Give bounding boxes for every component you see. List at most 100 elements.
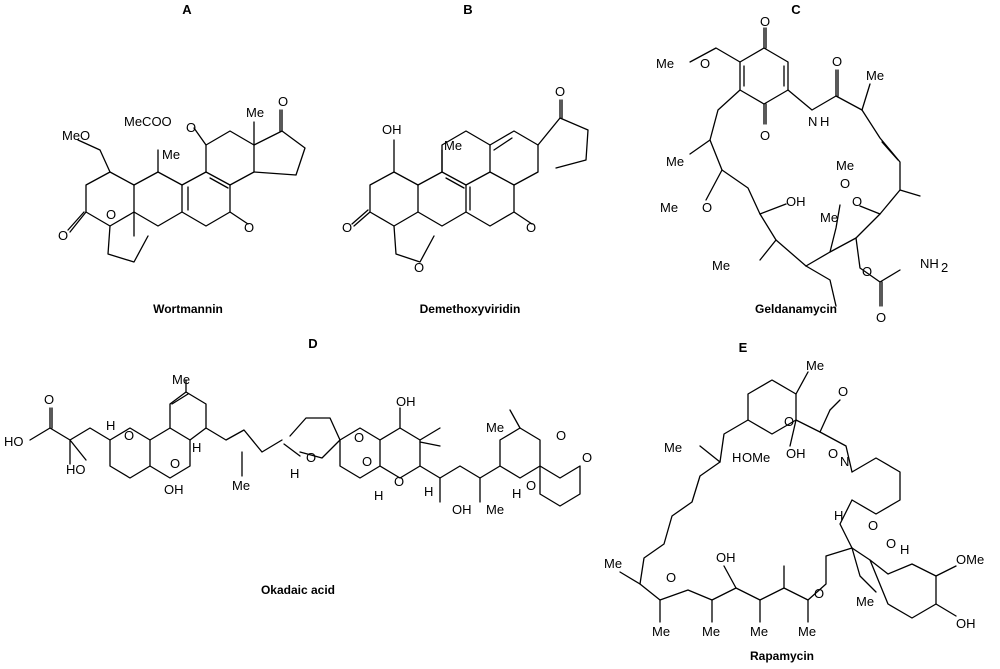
atom-label: O [526, 220, 536, 235]
atom-label: OMe [742, 450, 770, 465]
atom-label: OMe [956, 552, 984, 567]
atom-label: O [700, 56, 710, 71]
panel-letter-e: E [739, 340, 748, 355]
atom-label: O [555, 84, 565, 99]
atom-label: OH [786, 446, 806, 461]
atom-label: MeO [62, 128, 90, 143]
atom-label: O [760, 14, 770, 29]
atom-label: O [556, 428, 566, 443]
atom-label: O [784, 414, 794, 429]
atom-label: Me [856, 594, 874, 609]
atom-label: H [732, 450, 741, 465]
atom-label: H [834, 508, 843, 523]
compound-name-wortmannin: Wortmannin [153, 302, 223, 316]
atom-label: O [666, 570, 676, 585]
atom-label: O [414, 260, 424, 275]
atom-label: Me [806, 358, 824, 373]
atom-label: HO [4, 434, 24, 449]
atom-label: H [424, 484, 433, 499]
atom-label: Me [836, 158, 854, 173]
atom-label: O [760, 128, 770, 143]
atom-label: H [192, 440, 201, 455]
atom-label: O [170, 456, 180, 471]
compound-name-geldanamycin: Geldanamycin [755, 302, 837, 316]
atom-label: Me [660, 200, 678, 215]
atom-label: Me [162, 147, 180, 162]
atom-label: O [362, 454, 372, 469]
atom-label: Me [666, 154, 684, 169]
atom-label: O [876, 310, 886, 325]
structure-rapamycin: Me O O OH H O Me OMe N H O O Me OH O O H… [604, 358, 984, 639]
atom-label: Me [702, 624, 720, 639]
atom-label: N [808, 114, 817, 129]
atom-label: HO [66, 462, 86, 477]
atom-label: Me [486, 420, 504, 435]
atom-label: 2 [941, 260, 948, 275]
atom-label: O [886, 536, 896, 551]
atom-label: OH [956, 616, 976, 631]
panel-letter-b: B [463, 2, 472, 17]
atom-label: NH [920, 256, 939, 271]
atom-label: O [702, 200, 712, 215]
compound-name-okadaic-acid: Okadaic acid [261, 583, 335, 597]
atom-label: H [290, 466, 299, 481]
atom-label: Me [656, 56, 674, 71]
atom-label: O [278, 94, 288, 109]
atom-label: O [186, 120, 196, 135]
atom-label: O [354, 430, 364, 445]
atom-label: Me [444, 138, 462, 153]
atom-label: OH [716, 550, 736, 565]
atom-label: O [582, 450, 592, 465]
atom-label: N [840, 454, 849, 469]
panel-letter-d: D [308, 336, 317, 351]
atom-label: O [838, 384, 848, 399]
atom-label: Me [172, 372, 190, 387]
panel-letter-a: A [182, 2, 192, 17]
atom-label: O [862, 264, 872, 279]
atom-label: H [820, 114, 829, 129]
compound-name-demethoxyviridin: Demethoxyviridin [420, 302, 521, 316]
atom-label: Me [866, 68, 884, 83]
structure-geldanamycin: O Me O N H O Me O Me Me O OH Me O Me O M… [656, 14, 948, 325]
atom-label: O [526, 478, 536, 493]
atom-label: OH [786, 194, 806, 209]
atom-label: OH [452, 502, 472, 517]
atom-label: O [44, 392, 54, 407]
panel-letter-c: C [791, 2, 801, 17]
atom-label: O [832, 54, 842, 69]
structure-wortmannin: MeCOO MeO Me Me O O O O O [58, 94, 306, 263]
atom-label: Me [750, 624, 768, 639]
atom-label: H [374, 488, 383, 503]
atom-label: OH [164, 482, 184, 497]
atom-label: O [828, 446, 838, 461]
atom-label: H [106, 418, 115, 433]
atom-label: O [124, 428, 134, 443]
atom-label: Me [798, 624, 816, 639]
atom-label: Me [486, 502, 504, 517]
atom-label: O [868, 518, 878, 533]
compound-name-rapamycin: Rapamycin [750, 649, 814, 663]
atom-label: O [306, 450, 316, 465]
atom-label: O [106, 207, 116, 222]
atom-label: O [58, 228, 68, 243]
atom-label: OH [382, 122, 402, 137]
atom-label: Me [652, 624, 670, 639]
atom-label: O [840, 176, 850, 191]
structure-okadaic-acid: Me O HO H O O H HO OH Me O H OH O O H O … [4, 372, 592, 517]
atom-label: O [244, 220, 254, 235]
atom-label: Me [604, 556, 622, 571]
atom-label: OH [396, 394, 416, 409]
atom-label: O [342, 220, 352, 235]
atom-label: Me [820, 210, 838, 225]
atom-label: Me [712, 258, 730, 273]
atom-label: H [900, 542, 909, 557]
atom-label: Me [246, 105, 264, 120]
structure-demethoxyviridin: OH Me O O O O [342, 84, 589, 275]
atom-label: Me [232, 478, 250, 493]
atom-label: MeCOO [124, 114, 172, 129]
atom-label: H [512, 486, 521, 501]
atom-label: O [814, 586, 824, 601]
atom-label: O [394, 474, 404, 489]
atom-label: Me [664, 440, 682, 455]
